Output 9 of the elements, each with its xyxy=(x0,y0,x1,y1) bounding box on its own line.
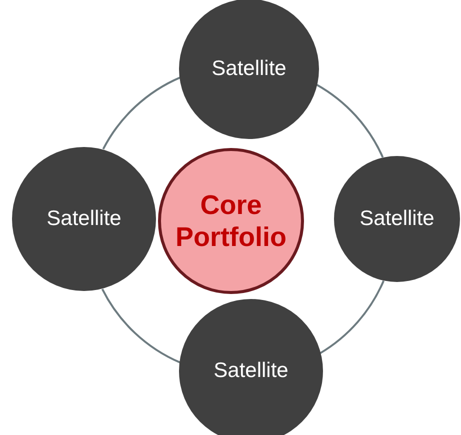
satellite-label: Satellite xyxy=(214,359,288,383)
satellite-label: Satellite xyxy=(46,207,122,231)
ring-arc xyxy=(101,288,181,364)
ring-arc xyxy=(319,280,384,354)
satellite-label: Satellite xyxy=(360,207,434,231)
ring-arc xyxy=(316,84,384,158)
satellite-label: Satellite xyxy=(212,57,286,81)
core-label: Core Portfolio xyxy=(174,188,288,254)
ring-arc xyxy=(102,76,181,150)
